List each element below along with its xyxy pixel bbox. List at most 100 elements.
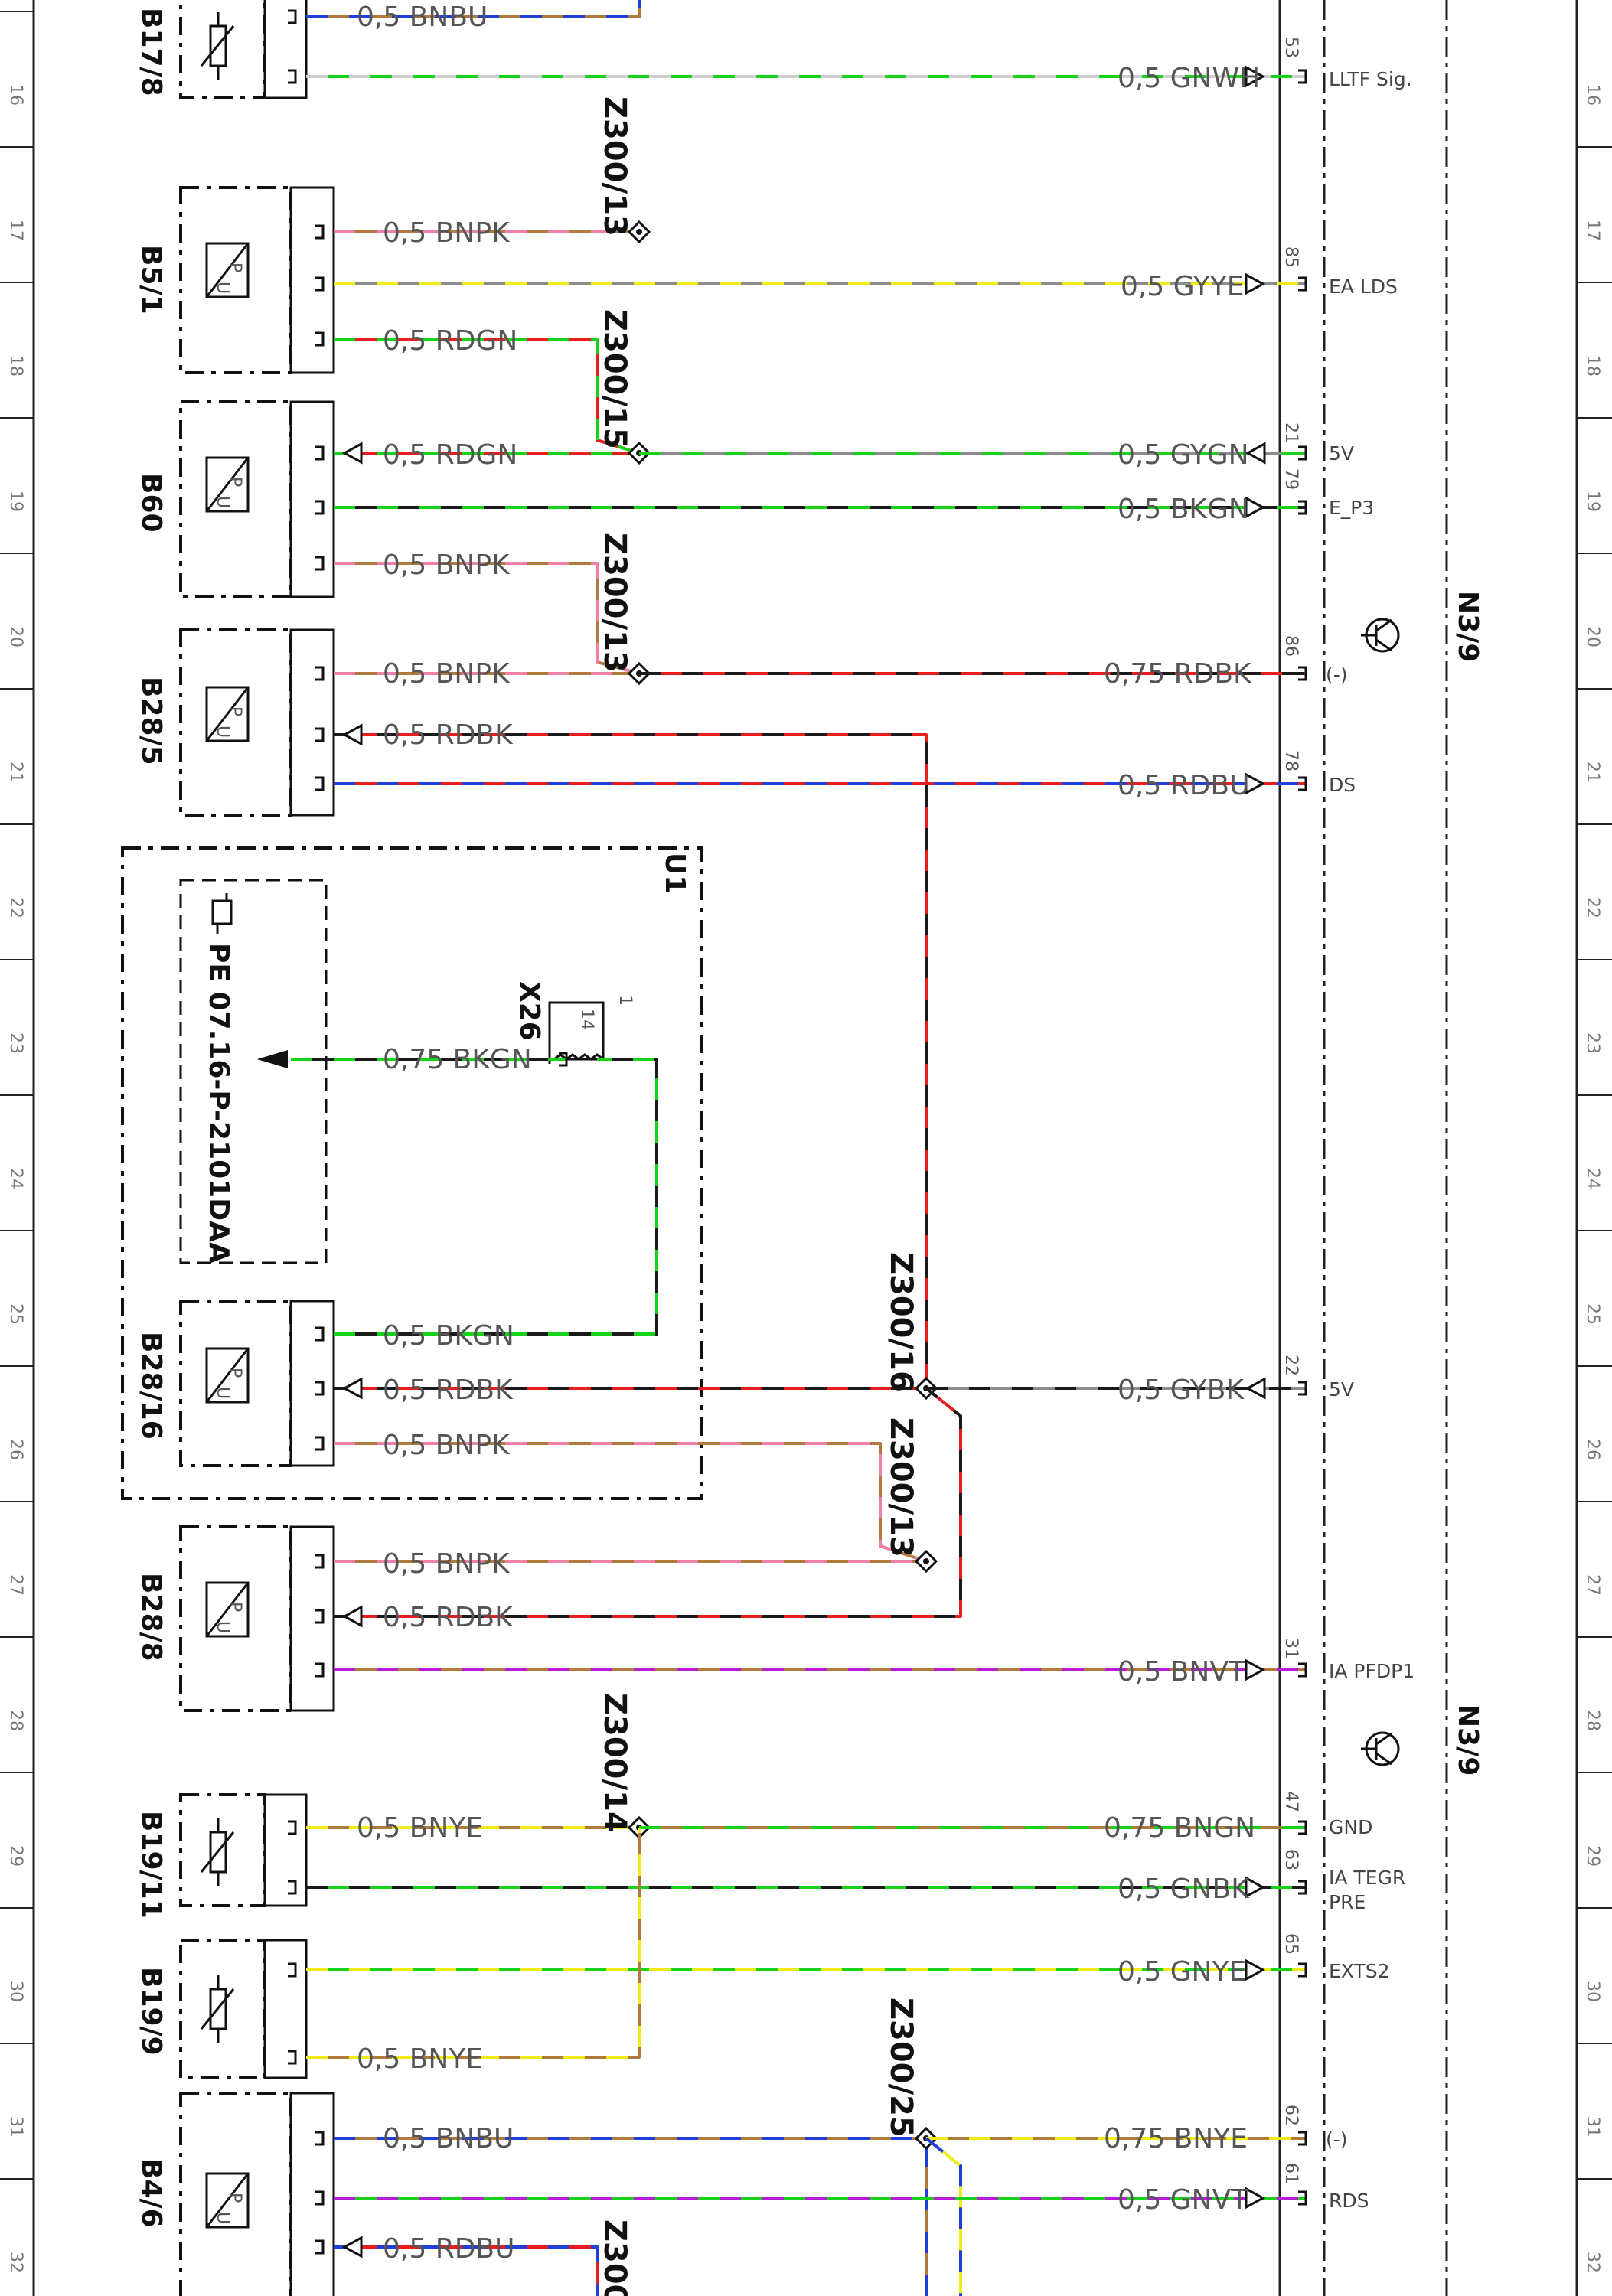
wire-label: 0,75 RDBK <box>1104 658 1252 690</box>
pressure-sensor-icon: P U <box>205 242 250 298</box>
row-number: 31 <box>6 2116 25 2138</box>
wire-labels: 0,5 BNBU 0,5 GNWH 0,5 BNPK 0,5 GYYE 0,5 … <box>357 2 1260 2265</box>
wire <box>306 1828 641 2059</box>
pin-stub-icon <box>1298 445 1307 461</box>
component-b5-1: P U B5/1 <box>135 186 335 374</box>
row-number: 19 <box>6 491 25 512</box>
row-number: 19 <box>1583 491 1602 512</box>
svg-text:P: P <box>225 2193 244 2203</box>
splice-label: Z300/14 <box>597 1693 632 1833</box>
pressure-sensor-icon: P U <box>205 1347 250 1404</box>
component-b28-16: P U B28/16 <box>135 1300 335 1467</box>
signal-arrow-icon <box>1245 272 1266 295</box>
wire-label: 0,5 BNBU <box>383 2123 514 2154</box>
component-label: B17/8 <box>135 8 167 96</box>
sensor-terminal-icon <box>288 9 297 24</box>
component-b17-8: B17/8 <box>135 0 308 99</box>
wires <box>288 0 1307 2296</box>
row-number: 28 <box>1583 1710 1602 1731</box>
signal-arrow-icon <box>1245 1958 1266 1981</box>
pin-number: 65 <box>1281 1933 1300 1955</box>
thermistor-icon <box>200 1975 235 2043</box>
wire-label: 0,5 BKGN <box>1118 494 1249 525</box>
signal-arrow-icon <box>1245 65 1266 88</box>
signal-name: (-) <box>1326 664 1348 686</box>
row-number: 24 <box>1583 1168 1602 1189</box>
pin-number: 63 <box>1281 1849 1300 1870</box>
pin-number: 31 <box>1281 1638 1300 1659</box>
splice-labels: Z300/13 Z300/15 Z300/13 Z300/16 Z300/13 … <box>597 96 919 2296</box>
signal-name: EA LDS <box>1329 276 1398 298</box>
signal-arrow-icon <box>1245 772 1266 795</box>
pin-labels: 53 85 21 79 86 78 22 31 47 63 65 62 61 <box>1281 37 1300 2184</box>
wire <box>334 562 640 675</box>
wire-label: 0,5 BNPK <box>383 1430 511 1461</box>
pin-number: 22 <box>1281 1355 1300 1376</box>
pin-stub-icon <box>1298 276 1307 292</box>
pressure-sensor-icon: P U <box>205 686 250 742</box>
pressure-sensor-icon: P U <box>205 2172 250 2229</box>
wire-label: 0,5 BNBU <box>357 2 488 33</box>
signal-labels: LLTF Sig. EA LDS 5V E_P3 (-) DS 5V IA PF… <box>1326 68 1415 2212</box>
pin-number: 79 <box>1281 468 1300 490</box>
left-ruler <box>0 0 35 2296</box>
sensor-terminal-icon <box>315 727 325 742</box>
row-number: 23 <box>6 1032 25 1054</box>
splice-label: Z300/15 <box>597 309 632 449</box>
pin-stub-icon <box>1298 69 1307 84</box>
signal-name: GND <box>1329 1816 1372 1838</box>
row-number: 21 <box>6 762 25 783</box>
wire-label: 0,5 GNBK <box>1118 1874 1250 1905</box>
component-b19-9: B19/9 <box>135 1939 308 2079</box>
row-number: 31 <box>1583 2116 1602 2138</box>
wire-label: 0,5 RDBK <box>383 1602 514 1633</box>
components: B17/8 P U B5/1 P U B60 <box>121 0 703 2296</box>
component-b19-11: B19/11 <box>135 1793 308 1919</box>
wire-label: 0,5 GYYE <box>1121 271 1245 302</box>
pin-stub-icon <box>1298 1662 1307 1678</box>
splice-label: Z300/13 <box>597 533 632 673</box>
svg-text:P: P <box>225 1368 244 1378</box>
signal-name: IA TEGR <box>1329 1867 1405 1889</box>
reference-note: PE 07.16-P-2101DAA <box>203 943 234 1264</box>
supply-arrow-icon <box>1245 442 1266 465</box>
supply-arrow-icon <box>341 1605 363 1628</box>
svg-text:U: U <box>213 2212 232 2224</box>
signal-name: IA PFDP1 <box>1329 1660 1415 1682</box>
row-number: 16 <box>1583 84 1602 106</box>
wire-label: 0,75 BKGN <box>383 1044 532 1075</box>
component-label: B5/1 <box>135 245 167 315</box>
component-label: B28/8 <box>135 1573 167 1662</box>
component-b4-6: P U B4/6 <box>135 2092 335 2296</box>
signal-name: EXTS2 <box>1329 1960 1390 1982</box>
component-label: B19/9 <box>135 1967 167 2056</box>
pin-number: 86 <box>1281 635 1300 657</box>
module-u1: U1 PE 07.16-P-2101DAA <box>121 846 703 1500</box>
wire <box>334 1442 927 1563</box>
row-number: 25 <box>6 1303 25 1325</box>
pressure-sensor-icon: P U <box>205 1581 250 1638</box>
svg-text:U: U <box>213 726 232 738</box>
component-label: B4/6 <box>135 2158 167 2228</box>
sensor-terminal-icon <box>315 1326 325 1342</box>
thermistor-icon <box>200 12 235 80</box>
wire-label: 0,5 GNYE <box>1118 1956 1246 1988</box>
wire-label: 0,5 RDBK <box>383 719 514 751</box>
row-number: 24 <box>6 1168 25 1189</box>
sensor-terminal-icon <box>288 1820 297 1835</box>
svg-text:U: U <box>213 496 232 508</box>
sensor-terminal-icon <box>288 1962 297 1978</box>
svg-text:P: P <box>225 263 244 272</box>
module-label: U1 <box>659 853 690 894</box>
component-label: B28/5 <box>135 677 167 765</box>
wire-label: 0,5 GYBK <box>1118 1375 1245 1406</box>
wire <box>925 2137 962 2296</box>
row-number: 32 <box>6 2252 25 2273</box>
pin-stub-icon <box>1298 1820 1307 1835</box>
wire-label: 0,75 BNYE <box>1104 2123 1248 2154</box>
row-number: 28 <box>6 1710 25 1731</box>
row-number: 22 <box>6 897 25 918</box>
wire-label: 0,5 RDBU <box>383 2233 514 2265</box>
sensor-terminal-icon <box>315 2239 325 2255</box>
component-label: B19/11 <box>135 1811 167 1919</box>
